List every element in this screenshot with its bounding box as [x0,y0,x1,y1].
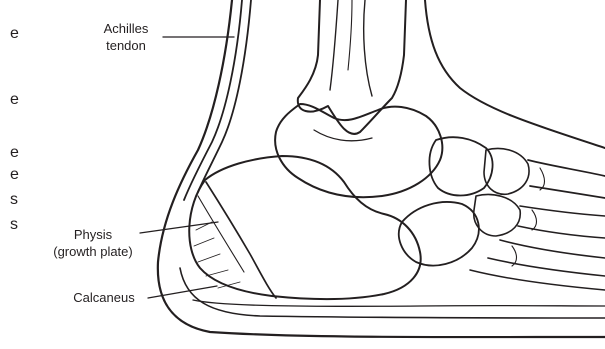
cuboid-bone [399,202,479,266]
calcaneus-label: Calcaneus [62,289,146,306]
metatarsal-3-lower [488,258,605,276]
talus-neck-line [314,130,372,141]
calcaneus-leader-line [148,286,217,298]
physis-leader-line [140,222,218,233]
tibia-ridge-1 [330,0,338,90]
achilles-label-line-2: tendon [86,37,166,54]
metatarsal-base-detail [532,210,537,230]
cuneiform-bone-2 [474,195,521,236]
achilles-label-line-1: Achilles [86,20,166,37]
tibia-ridge-3 [348,0,352,70]
achilles-tendon-label: Achilles tendon [86,20,166,54]
metatarsal-1-lower [530,186,605,198]
physis-label: Physis (growth plate) [43,226,143,260]
sole-pad-line-1 [180,268,605,318]
physis-label-line-1: Physis [43,226,143,243]
talus-bone [275,104,442,197]
metatarsal-base-detail [540,168,545,190]
calcaneus-bone [189,156,420,299]
front-leg-outline [425,0,605,148]
metatarsal-2-lower [518,226,605,238]
metatarsal-3 [500,240,605,258]
sole-pad-line-2 [193,300,605,306]
tibia-ridge-2 [364,0,372,96]
navicular-bone [429,137,492,195]
physis-label-line-2: (growth plate) [43,243,143,260]
achilles-tendon-outer [184,0,242,200]
